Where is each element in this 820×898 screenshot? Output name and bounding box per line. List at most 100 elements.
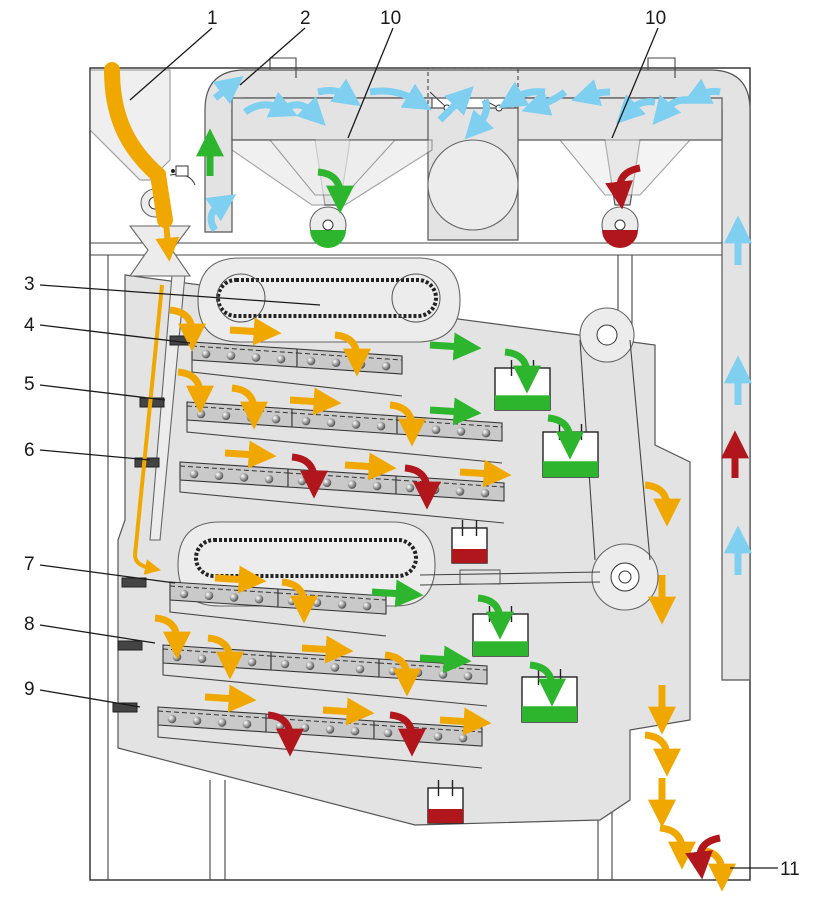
callout-11: 11 [780,859,800,880]
cleaning-ball [330,663,340,672]
cleaning-ball [337,600,347,609]
cleaning-ball [413,668,423,677]
cleaning-ball [326,418,336,428]
airlock-reject [601,206,639,248]
cleaning-ball [214,471,224,481]
air-arrow [242,91,298,118]
cleaning-ball [192,716,202,725]
bypass-arrow [133,554,161,575]
cleaning-ball [300,723,310,732]
bin-fill [543,461,598,477]
cleaning-ball [376,421,386,431]
flow-arrow [389,401,426,447]
flow-arrow [419,645,472,674]
sieve-mesh [191,345,298,354]
cleaning-ball [438,670,448,679]
bin-fill [452,549,487,563]
air-arrow [521,89,568,116]
cleaning-ball [229,593,239,602]
tray-outline [162,663,488,707]
flow-arrow [154,614,191,660]
flow-arrow [334,331,371,377]
flow-arrow [204,684,257,713]
cleaning-ball [197,654,207,663]
air-arrow [205,194,237,232]
cleaning-ball [201,349,211,359]
flow-arrow [384,651,421,697]
cleaning-ball [251,353,261,362]
cleaning-ball [355,664,365,674]
flow-arrow [214,565,267,594]
callout-8: 8 [24,614,35,635]
feed-stream [104,62,173,228]
callout-10-left: 10 [380,8,401,29]
callout-10-right: 10 [645,8,666,29]
cleaning-ball [264,474,274,484]
flow-arrow [439,707,492,736]
cleaning-ball [331,358,341,368]
cleaning-ball [383,728,393,738]
callout-7: 7 [24,554,35,575]
cleaning-ball [325,725,335,734]
feed-arrow [155,221,180,262]
flow-arrow [224,440,277,469]
cleaning-ball [189,469,199,479]
callout-9: 9 [24,679,35,700]
drive-pulleys [419,307,659,611]
cleaning-ball [455,487,465,496]
air-arrow [464,98,494,140]
flow-arrow [644,481,681,527]
bypass-stream [133,284,164,556]
air-arrow [317,78,362,107]
air-arrow [283,96,326,126]
flow-arrow [685,834,721,880]
flow-arrow [229,317,282,346]
flow-arrow [389,711,426,757]
air-arrow [212,76,244,105]
air-arrow [369,83,432,111]
tray-outline [157,725,483,769]
cleaning-ball [456,427,466,436]
cleaning-ball [433,732,443,741]
flow-arrow [207,634,244,680]
cleaning-ball [405,483,415,493]
cleaning-ball [463,671,473,681]
cleaning-ball [246,413,256,422]
cleaning-ball [254,594,264,604]
flow-arrow [459,459,512,488]
airlock-good [309,206,347,248]
flow-arrow [429,332,482,361]
sieve-mesh [270,655,380,664]
cleaning-ball [179,589,189,599]
bin-fill [495,395,550,410]
cleaning-ball [351,420,361,429]
flow-arrow [177,368,214,414]
flow-arrow [504,348,541,394]
cleaning-ball [226,351,236,361]
flow-arrow [529,661,566,707]
cleaning-ball [221,411,231,421]
cleaning-ball [350,726,360,736]
sieve-mesh [291,412,398,421]
callout-2: 2 [300,8,311,29]
tray-outline [186,420,503,464]
flow-arrow [267,711,304,757]
flow-arrow [644,731,681,777]
cleaning-ball [297,476,307,486]
cleaning-ball [306,356,316,366]
cleaning-ball [242,719,252,729]
flow-arrow [344,452,397,481]
cleaning-ball [480,488,490,498]
cleaning-ball [347,480,357,489]
flow-arrow [429,397,482,426]
cleaning-ball [362,601,372,611]
callout-1: 1 [207,8,218,29]
cleaning-ball [217,718,227,727]
inlet-plate [134,457,160,468]
flow-arrow [301,635,354,664]
air-arrow [571,79,611,106]
flow-arrow [231,384,268,430]
air-arrow [437,86,474,123]
flow-arrow [547,414,584,460]
flow-arrow [281,578,318,624]
